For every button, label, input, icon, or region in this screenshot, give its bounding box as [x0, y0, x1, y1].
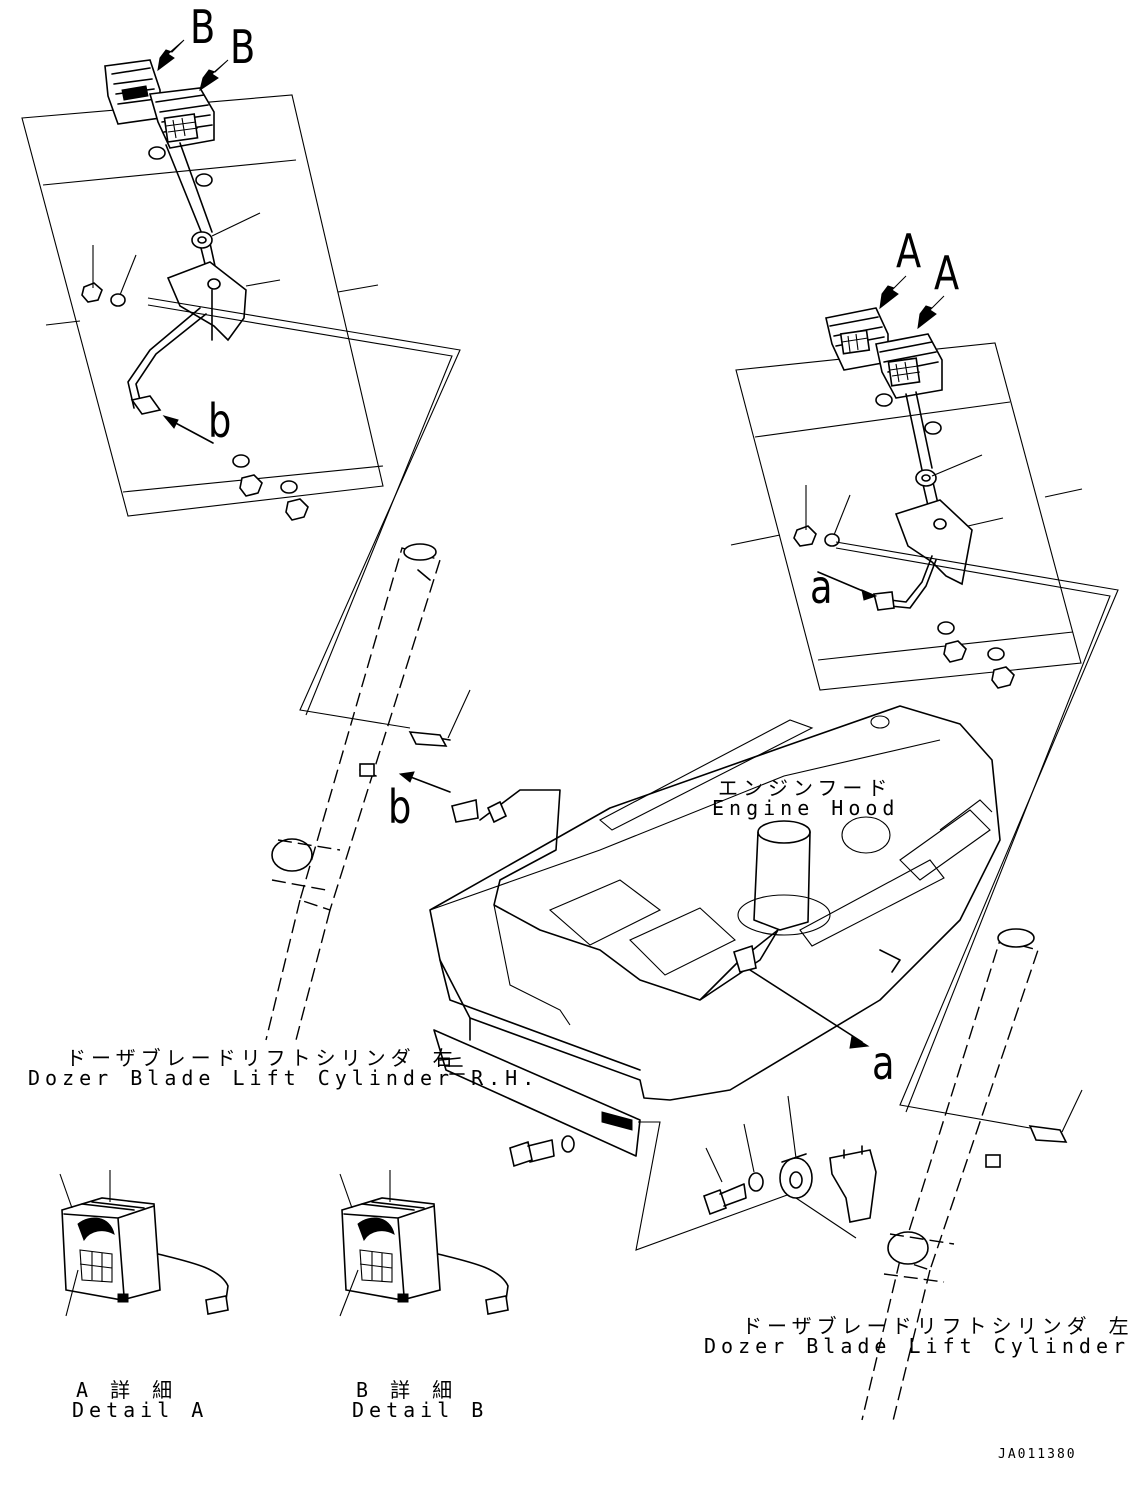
lamp-assembly-rh	[21, 39, 461, 729]
view-arrow-b1	[157, 39, 185, 72]
cylinder-lh-label-jp: ドーザブレードリフトシリンダ 左	[742, 1314, 1134, 1338]
view-letter-b1: B	[190, 0, 216, 54]
view-letter-a-small-lower: a	[872, 1036, 895, 1090]
lift-cylinder-rh	[265, 543, 471, 1041]
detail-b-label-en: Detail B	[352, 1398, 489, 1422]
view-letter-b-small-lower: b	[388, 780, 412, 834]
cylinder-rh-label-jp: ドーザブレードリフトシリンダ 右	[66, 1046, 458, 1070]
engine-hood	[398, 705, 1001, 1157]
detail-b-label-jp: B 詳 細	[356, 1378, 458, 1402]
view-letter-a1: A	[896, 224, 922, 278]
cylinder-lh-label-en: Dozer Blade Lift Cylinder L.H.	[704, 1334, 1139, 1358]
view-arrow-a1	[879, 275, 907, 310]
work-lamp-b1	[104, 59, 161, 125]
view-arrow-b2	[199, 59, 229, 92]
work-lamp-a2	[875, 333, 943, 399]
horn-parts	[509, 1095, 877, 1251]
cylinder-rh-label-en: Dozer Blade Lift Cylinder R.H.	[28, 1066, 540, 1090]
lamp-assembly-lh	[730, 275, 1119, 1129]
engine-hood-label-jp: エンジンフード	[718, 776, 893, 800]
view-letter-a-small-upper: a	[810, 560, 833, 614]
view-letter-b2: B	[230, 20, 256, 74]
view-letter-a2: A	[934, 246, 960, 300]
drawing-code: JA011380	[998, 1447, 1077, 1462]
work-lamp-a1	[825, 307, 889, 371]
detail-a-lamp	[59, 1170, 229, 1317]
detail-b-lamp	[339, 1170, 509, 1317]
engine-hood-label-en: Engine Hood	[712, 796, 900, 820]
work-lamp-b2	[148, 87, 215, 149]
view-arrow-a2	[917, 295, 945, 330]
view-letter-b-small-upper: b	[208, 394, 232, 448]
detail-a-label-jp: A 詳 細	[76, 1378, 178, 1402]
detail-a-label-en: Detail A	[72, 1398, 209, 1422]
lift-cylinder-lh	[861, 928, 1083, 1426]
